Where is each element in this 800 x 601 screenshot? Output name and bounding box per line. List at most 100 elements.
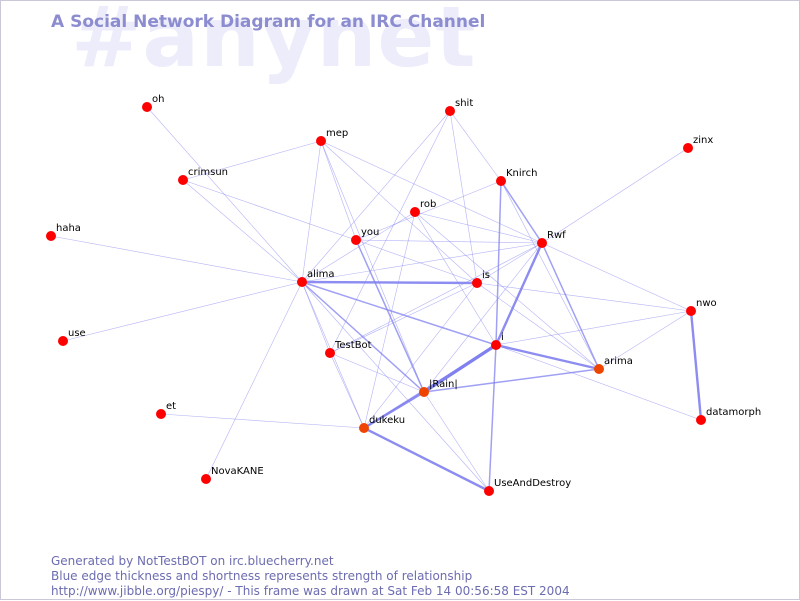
node-nwo: nwo (686, 298, 717, 316)
node-dot (58, 336, 68, 346)
node-dot (201, 474, 211, 484)
node-zinx: zinx (683, 135, 713, 153)
node-mep: mep (316, 128, 348, 146)
edge-mep-rwf (320, 140, 543, 244)
node-dukeku: dukeku (359, 415, 405, 433)
node-label: arima (604, 356, 633, 367)
node-dot (683, 143, 693, 153)
node-dot (156, 409, 166, 419)
node-label: nwo (696, 298, 717, 309)
footer-generated-by: Generated by NotTestBOT on irc.bluecherr… (51, 554, 334, 568)
edge-rob-arima (414, 211, 600, 370)
node-label: et (166, 401, 176, 412)
edge-rain-useanddestroy (423, 391, 490, 492)
node-dot (351, 235, 361, 245)
edge-dukeku-useanddestroy (363, 426, 490, 493)
node-dot (46, 231, 56, 241)
edge-knirch-arima (500, 180, 600, 370)
node-dot (472, 278, 482, 288)
node-label: haha (56, 223, 81, 234)
edge-i-nwo (495, 310, 692, 346)
edge-is-dukeku (363, 282, 478, 429)
node-use: use (58, 328, 86, 346)
edge-testbot-dukeku (329, 352, 365, 429)
node-label: crimsun (188, 167, 228, 178)
node-label: datamorph (706, 407, 761, 418)
node-label: i (501, 332, 504, 343)
node-label: TestBot (334, 340, 372, 351)
node-dot (419, 387, 429, 397)
edge-shit-alima (301, 110, 451, 283)
edge-rob-rwf (414, 211, 543, 244)
edge-is-arima (476, 282, 600, 370)
edge-mep-you (320, 140, 357, 241)
edge-mep-rain (320, 140, 425, 393)
node-datamorph: datamorph (696, 407, 761, 425)
edge-knirch-you (355, 180, 502, 241)
edge-knirch-i (495, 180, 502, 346)
edge-rwf-is (476, 242, 543, 284)
node-label: mep (326, 128, 348, 139)
footer: Generated by NotTestBOT on irc.bluecherr… (51, 554, 570, 599)
node-label: UseAndDestroy (494, 478, 571, 489)
node-label: oh (152, 94, 164, 105)
edge-zinx-rwf (541, 147, 689, 244)
node-label: use (68, 328, 86, 339)
edge-mep-alima (301, 140, 322, 283)
footer-credit: http://www.jibble.org/piespy/ - This fra… (51, 584, 570, 598)
node-useanddestroy: UseAndDestroy (484, 478, 571, 496)
edge-novakane-alima (205, 281, 303, 480)
node-dot (142, 102, 152, 112)
node-rob: rob (410, 199, 436, 217)
edge-mep-is (320, 140, 478, 284)
edge-nwo-datamorph (689, 310, 703, 421)
edge-shit-knirch (449, 110, 502, 182)
edge-knirch-rwf (500, 180, 543, 244)
node-label: NovaKANE (211, 466, 264, 477)
node-dot (696, 415, 706, 425)
node-dot (496, 176, 506, 186)
node-dot (491, 340, 501, 350)
footer-legend-note: Blue edge thickness and shortness repres… (51, 569, 473, 583)
edge-rwf-rain (423, 242, 543, 393)
edge-you-rain (355, 239, 425, 393)
node-dot (359, 423, 369, 433)
edge-is-testbot (329, 282, 478, 354)
node-label: |Rain| (429, 379, 458, 390)
edge-you-rwf (355, 239, 543, 244)
edges-layer (50, 106, 703, 493)
edge-i-datamorph (495, 344, 702, 421)
node-arima: arima (594, 356, 633, 374)
edge-mep-crimsun (182, 140, 322, 181)
node-i: i (491, 332, 504, 350)
edge-haha-alima (50, 235, 303, 283)
node-dot (316, 136, 326, 146)
node-et: et (156, 401, 176, 419)
node-label: shit (455, 98, 473, 109)
node-dot (484, 486, 494, 496)
edge-rob-dukeku (363, 211, 416, 429)
node-is: is (472, 270, 490, 288)
node-dot (445, 106, 455, 116)
edge-rwf-arima (541, 242, 600, 370)
node-knirch: Knirch (496, 168, 537, 186)
node-label: is (482, 270, 490, 281)
edge-crimsun-alima (182, 179, 303, 283)
edge-i-arima (495, 343, 600, 371)
node-dot (178, 175, 188, 185)
node-label: Rwf (547, 230, 566, 241)
edge-et-dukeku (160, 413, 365, 429)
node-dot (537, 238, 547, 248)
node-label: dukeku (369, 415, 405, 426)
node-rwf: Rwf (537, 230, 566, 248)
node-label: alima (307, 269, 335, 280)
edge-alima-rwf (301, 242, 543, 283)
edge-shit-testbot (329, 110, 451, 354)
node-crimsun: crimsun (178, 167, 228, 185)
edge-nwo-arima (598, 310, 692, 370)
edge-use-alima (62, 281, 303, 342)
edge-i-useanddestroy (488, 344, 497, 492)
edge-alima-testbot (301, 281, 331, 354)
